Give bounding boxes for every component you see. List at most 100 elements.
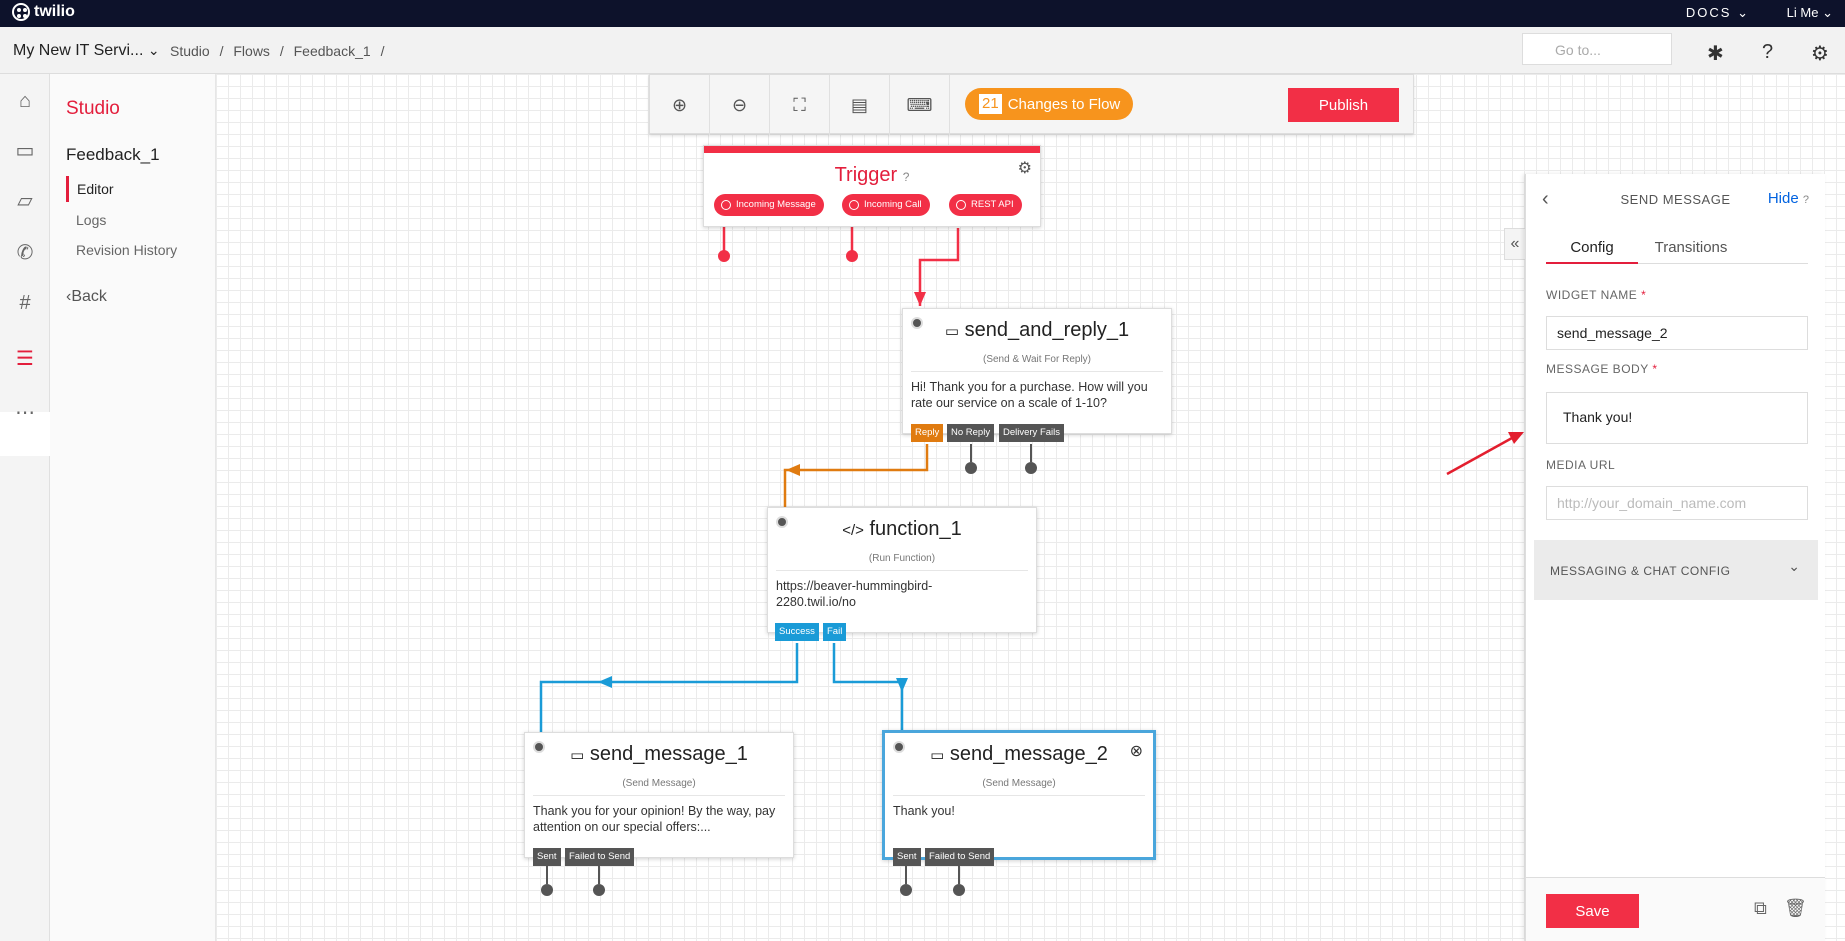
trigger-port-rest-api[interactable]: REST API xyxy=(949,194,1022,216)
widget-name-input[interactable]: send_message_2 xyxy=(1546,316,1808,350)
trigger-widget[interactable]: Trigger ? ⚙ Incoming Message Incoming Ca… xyxy=(703,145,1041,227)
trigger-port-incoming-call[interactable]: Incoming Call xyxy=(842,194,930,216)
in-port-dot[interactable] xyxy=(533,741,545,753)
duplicate-icon[interactable]: ⧉ xyxy=(1754,898,1767,918)
widget-body: Thank you for your opinion! By the way, … xyxy=(533,804,776,834)
port-success[interactable]: Success xyxy=(775,623,819,641)
message-body-label: MESSAGE BODY * xyxy=(1546,362,1658,376)
port-sent[interactable]: Sent xyxy=(893,848,921,866)
widget-send-message-2[interactable]: ▭ send_message_2 ⊗ (Send Message) Thank … xyxy=(882,730,1156,860)
port-failed-to-send[interactable]: Failed to Send xyxy=(925,848,995,866)
widget-subtitle: (Send Message) xyxy=(982,778,1056,789)
trigger-port-incoming-message[interactable]: Incoming Message xyxy=(714,194,824,216)
phone-icon[interactable]: ✆ xyxy=(16,242,34,264)
out-port-dot[interactable] xyxy=(593,884,605,896)
twilio-logo-icon xyxy=(12,3,30,21)
port-delivery-fails[interactable]: Delivery Fails xyxy=(999,424,1065,442)
media-url-input[interactable]: http://your_domain_name.com xyxy=(1546,486,1808,520)
reply-line xyxy=(783,444,929,518)
port-no-reply[interactable]: No Reply xyxy=(947,424,995,442)
divider xyxy=(893,795,1145,796)
help-icon[interactable]: ? xyxy=(1802,194,1809,206)
breadcrumb-separator: / xyxy=(380,43,385,59)
goto-search-input[interactable]: Go to... xyxy=(1522,33,1672,65)
zoom-in-icon[interactable]: ⊕ xyxy=(650,75,710,135)
widget-send-and-reply-1[interactable]: ▭ send_and_reply_1 (Send & Wait For Repl… xyxy=(902,308,1172,434)
required-mark: * xyxy=(1641,288,1647,302)
breadcrumb-flows[interactable]: Flows xyxy=(233,43,270,59)
back-link[interactable]: ‹Back xyxy=(66,288,107,306)
accordion-label: MESSAGING & CHAT CONFIG xyxy=(1550,564,1731,578)
help-icon[interactable]: ? xyxy=(902,170,910,184)
port-reply[interactable]: Reply xyxy=(911,424,944,442)
out-port-dot[interactable] xyxy=(1025,462,1037,474)
project-selector[interactable]: My New IT Servi... ⌄ xyxy=(13,42,160,60)
widget-subtitle: (Send Message) xyxy=(622,778,696,789)
menu-item-editor[interactable]: Editor xyxy=(66,176,114,202)
out-port-dot[interactable] xyxy=(900,884,912,896)
breadcrumb-feedback[interactable]: Feedback_1 xyxy=(293,43,371,59)
port-failed-to-send[interactable]: Failed to Send xyxy=(565,848,635,866)
widget-function-1[interactable]: </> function_1 (Run Function) https://be… xyxy=(767,507,1037,633)
home-icon[interactable]: ⌂ xyxy=(18,90,32,112)
divider xyxy=(533,795,785,796)
widget-send-message-1[interactable]: ▭ send_message_1 (Send Message) Thank yo… xyxy=(524,732,794,858)
chevron-down-icon: ⌄ xyxy=(1822,5,1833,20)
tab-transitions[interactable]: Transitions xyxy=(1654,239,1728,256)
message-body-textarea[interactable]: Thank you! xyxy=(1546,392,1808,444)
in-port-dot[interactable] xyxy=(776,516,788,528)
save-button[interactable]: Save xyxy=(1546,894,1639,928)
annotation-arrow xyxy=(1446,436,1513,476)
more-icon[interactable]: ⋯ xyxy=(15,402,35,424)
help-icon[interactable]: ? xyxy=(1762,41,1774,63)
menu-item-revision-history[interactable]: Revision History xyxy=(76,242,178,258)
hash-icon[interactable]: # xyxy=(19,292,31,314)
flow-name: Feedback_1 xyxy=(66,145,160,164)
project-name: My New IT Servi... xyxy=(13,42,144,59)
required-mark: * xyxy=(1652,362,1658,376)
message-icon[interactable]: ▱ xyxy=(17,190,33,212)
user-menu[interactable]: Li Me ⌄ xyxy=(1787,5,1833,21)
in-port-dot[interactable] xyxy=(893,741,905,753)
collapse-panel-icon[interactable]: « xyxy=(1504,228,1526,260)
gears-icon[interactable]: ⚙ xyxy=(1017,160,1032,177)
arrow-head xyxy=(914,292,926,306)
docs-menu[interactable]: DOCS ⌄ xyxy=(1686,5,1750,21)
port-fail[interactable]: Fail xyxy=(823,623,847,641)
zoom-out-icon[interactable]: ⊖ xyxy=(710,75,770,135)
chat-icon[interactable]: ▭ xyxy=(15,140,35,162)
publish-button[interactable]: Publish xyxy=(1288,88,1399,122)
top-bar: twilio DOCS ⌄ Li Me ⌄ xyxy=(0,0,1845,27)
port-sent[interactable]: Sent xyxy=(533,848,561,866)
studio-flow-icon[interactable]: ☰ xyxy=(16,348,34,370)
close-icon[interactable]: ⊗ xyxy=(1129,743,1143,760)
studio-title[interactable]: Studio xyxy=(66,98,120,119)
fit-screen-icon[interactable]: ⛶ xyxy=(770,75,830,135)
chevron-left-icon[interactable]: ‹ xyxy=(1542,188,1549,210)
messaging-chat-config-accordion[interactable]: MESSAGING & CHAT CONFIG ⌄ xyxy=(1534,540,1818,600)
trigger-out-dot[interactable] xyxy=(846,250,858,262)
debugger-bug-icon[interactable]: ✱ xyxy=(1707,43,1724,65)
trigger-title: Trigger ? xyxy=(704,164,1040,187)
chevron-down-icon: ⌄ xyxy=(147,42,160,58)
revision-icon[interactable]: ▤ xyxy=(830,75,890,135)
back-label: Back xyxy=(71,288,107,305)
menu-item-logs[interactable]: Logs xyxy=(76,212,107,228)
breadcrumb-studio[interactable]: Studio xyxy=(170,43,210,59)
hide-panel-link[interactable]: Hide ? xyxy=(1768,190,1809,207)
keyboard-icon[interactable]: ⌨ xyxy=(890,75,950,135)
out-port-dot[interactable] xyxy=(953,884,965,896)
media-url-label: MEDIA URL xyxy=(1546,458,1616,472)
trash-icon[interactable]: 🗑 xyxy=(1784,898,1807,918)
out-port-dot[interactable] xyxy=(541,884,553,896)
gear-icon[interactable]: ⚙ xyxy=(1811,43,1829,65)
trigger-line-rest-api xyxy=(918,228,960,306)
trigger-out-dot[interactable] xyxy=(718,250,730,262)
changes-to-flow-button[interactable]: 21 Changes to Flow xyxy=(965,88,1133,120)
tab-config[interactable]: Config xyxy=(1546,234,1638,264)
twilio-logo[interactable]: twilio xyxy=(12,3,75,21)
in-port-dot[interactable] xyxy=(911,317,923,329)
out-port-dot[interactable] xyxy=(965,462,977,474)
widget-config-panel: ‹ SEND MESSAGE Hide ? Config Transitions… xyxy=(1525,174,1825,941)
widget-subtitle: (Send & Wait For Reply) xyxy=(983,354,1091,365)
